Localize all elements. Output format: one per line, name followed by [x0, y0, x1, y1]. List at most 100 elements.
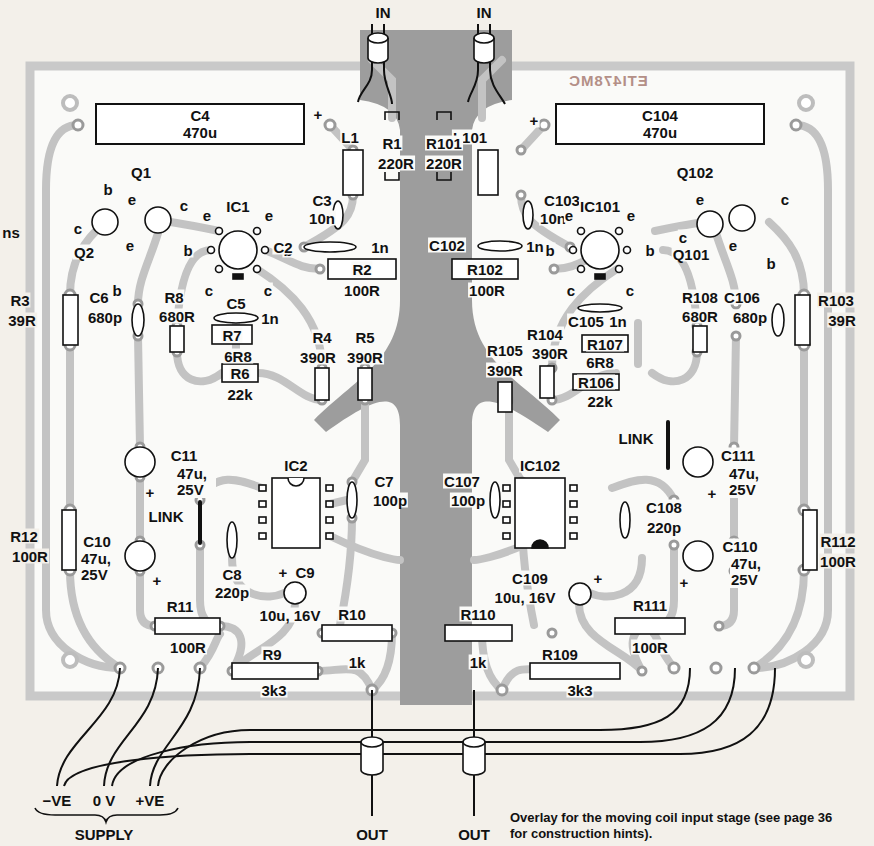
part-label: R110	[459, 607, 496, 622]
part-label: c	[204, 283, 214, 298]
wire-link	[200, 422, 668, 543]
part-label: +	[707, 486, 718, 501]
show-through-text: ETI478MC	[567, 73, 649, 88]
resistor-symbol	[155, 618, 220, 634]
part-label: c	[73, 221, 83, 236]
dip-ic	[570, 501, 577, 507]
part-label: b	[111, 283, 122, 298]
ic-can	[581, 231, 619, 269]
electrolytic-capacitor	[683, 541, 713, 571]
ic-can	[578, 266, 585, 273]
electrolytic-capacitor	[284, 582, 306, 604]
part-label: R112	[819, 534, 856, 549]
part-label: 39R	[827, 313, 857, 328]
transistor-symbol	[92, 209, 118, 235]
ic-can	[254, 228, 261, 235]
part-label: R6	[229, 366, 250, 381]
part-label: c	[566, 283, 576, 298]
copper-trace	[73, 120, 83, 130]
resistor-symbol	[693, 326, 707, 352]
part-label: 390R	[299, 350, 337, 365]
copper-trace	[330, 536, 400, 560]
part-label: b	[102, 182, 113, 197]
part-label: +	[593, 571, 604, 586]
part-label: C8	[221, 567, 242, 582]
resistor-symbol	[328, 259, 396, 279]
hookup-wire	[104, 668, 158, 786]
resistor-symbol	[212, 325, 252, 344]
part-label: e	[564, 208, 574, 223]
ic-can	[262, 247, 269, 254]
part-label: OUT	[355, 827, 389, 842]
part-label: 100R	[468, 283, 506, 298]
part-label: C10	[82, 534, 112, 549]
part-label: C108	[645, 500, 683, 515]
part-label: C6	[88, 290, 109, 305]
part-label: 680p	[732, 310, 768, 325]
part-label: R3	[9, 293, 30, 308]
capacitor-symbol	[214, 313, 258, 323]
copper-trace	[65, 120, 396, 695]
part-label: 100R	[169, 640, 207, 655]
part-label: Q102	[676, 165, 715, 180]
ic-can	[216, 228, 223, 235]
part-label: R10	[337, 607, 367, 622]
ic-can	[570, 228, 631, 280]
part-label: b	[544, 243, 555, 258]
ic-can	[208, 247, 215, 254]
mounting-hole	[799, 96, 813, 110]
part-label: 47u, 25V	[730, 556, 770, 588]
copper-trace	[372, 60, 392, 118]
part-label: 100R	[819, 554, 857, 569]
part-label: 220p	[214, 585, 250, 600]
part-label: c	[263, 283, 273, 298]
part-label: 6R8	[585, 355, 615, 370]
resistor-symbol	[582, 335, 628, 352]
ground-plane	[314, 30, 560, 705]
capacitor-symbol	[132, 304, 144, 336]
ic-can	[616, 228, 623, 235]
copper-trace	[138, 336, 140, 447]
part-label: IC1	[225, 199, 250, 214]
part-label: 1k	[469, 655, 488, 670]
electrolytic-capacitor	[125, 447, 713, 605]
part-label: C3	[311, 193, 332, 208]
part-label: R11	[166, 599, 195, 614]
dip-ic	[288, 478, 304, 486]
part-label: 220R	[377, 156, 415, 171]
dip-ic	[503, 478, 577, 548]
hookup-wire	[57, 24, 775, 816]
ic-can	[616, 266, 623, 273]
capacitor-symbol	[523, 201, 533, 229]
part-label: R9	[261, 647, 282, 662]
part-label: R109	[541, 647, 579, 662]
part-value: 470u	[643, 124, 677, 141]
part-label: C107	[443, 474, 481, 489]
dip-ic	[503, 517, 510, 523]
part-label: 10u, 16V	[494, 590, 557, 605]
part-label: 1n	[525, 239, 545, 254]
part-label: 6R8	[223, 349, 253, 364]
part-label: b	[765, 256, 776, 271]
part-label: 47u, 25V	[80, 551, 120, 583]
part-label: C103	[543, 193, 581, 208]
hookup-wire	[150, 668, 200, 786]
ic-can	[578, 228, 585, 235]
part-label: e	[728, 238, 738, 253]
resistor-symbol	[498, 382, 512, 412]
part-label: LINK	[618, 431, 655, 446]
resistor-symbol	[573, 374, 619, 390]
part-label: ns	[1, 225, 21, 240]
part-label: e	[695, 192, 705, 207]
dip-ic	[259, 501, 266, 507]
copper-trace	[177, 352, 222, 381]
part-label: c	[625, 283, 635, 298]
part-label: Q101	[672, 247, 711, 262]
part-label: R103	[817, 293, 855, 308]
resistor-symbol	[795, 295, 810, 345]
part-label: 680R	[681, 309, 719, 324]
resistor-symbol	[445, 625, 512, 641]
part-label: R102	[466, 262, 504, 277]
capacitor-symbol	[478, 241, 522, 251]
capacitor-box: C104470u	[555, 103, 765, 145]
